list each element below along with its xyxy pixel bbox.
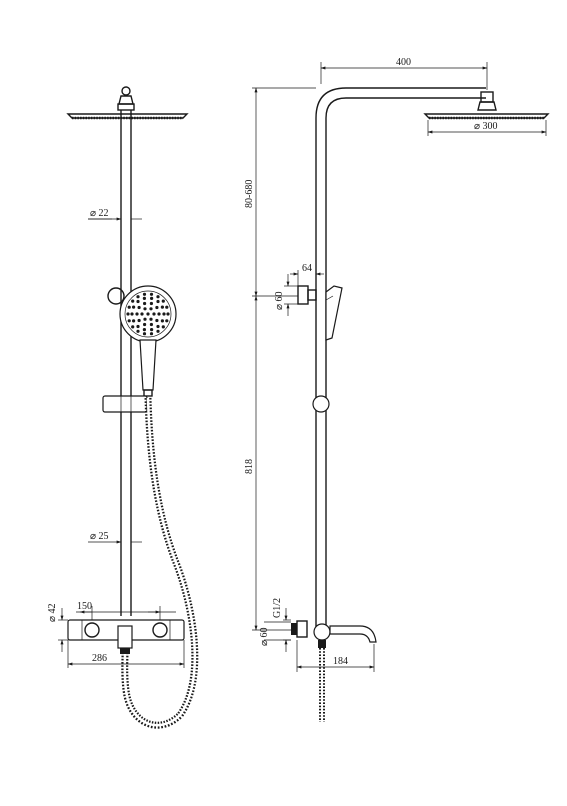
nozzle-dot <box>149 317 153 321</box>
slide-bracket <box>102 395 148 413</box>
dim-label-pipe-upper: ⌀ 22 <box>90 208 109 219</box>
dim-spout-reach: 184 <box>296 640 375 672</box>
nozzle-dot <box>160 305 164 309</box>
slide-bracket-side <box>312 395 330 413</box>
dim-escutcheon: ⌀ 60 <box>259 621 291 646</box>
nozzle-dot <box>143 301 147 306</box>
riser-pipe-side <box>315 87 486 630</box>
rain-head-mount-knob <box>117 86 135 111</box>
dim-label-arm-reach: 400 <box>396 57 411 68</box>
nozzle-dot <box>149 322 153 327</box>
nozzle-dot <box>142 292 147 296</box>
dim-label-height-adjust: 80-680 <box>244 180 255 208</box>
front-view: ⌀ 22 ⌀ 25 <box>47 86 199 729</box>
holder-side <box>297 285 343 341</box>
nozzle-dot <box>166 312 170 316</box>
dim-pipe-lower: ⌀ 25 <box>88 531 142 544</box>
nozzle-dot <box>156 324 160 329</box>
nozzle-dot <box>131 299 135 303</box>
nozzle-dot <box>150 296 154 300</box>
dim-label-valve-width: 286 <box>92 653 107 664</box>
nozzle-dot <box>149 301 153 306</box>
nozzle-dot <box>165 319 169 323</box>
dim-thread: G1/2 <box>272 598 291 652</box>
nozzle-dot <box>136 324 140 329</box>
dim-head-diameter: ⌀ 300 <box>427 120 547 136</box>
dim-vertical-chain: 80-680 818 <box>244 87 316 631</box>
nozzle-dot <box>127 319 131 323</box>
nozzle-dot <box>149 292 154 296</box>
hand-shower-holder <box>107 287 125 305</box>
nozzle-dot <box>143 317 147 321</box>
nozzle-dot <box>142 332 147 336</box>
nozzle-dot <box>149 307 153 311</box>
shower-hose <box>121 397 199 729</box>
nozzle-dot <box>127 305 131 309</box>
nozzle-dot <box>136 295 140 299</box>
dim-label-holder-diameter: ⌀ 60 <box>274 291 285 310</box>
dim-label-head-diameter: ⌀ 300 <box>474 121 498 132</box>
nozzle-dot <box>140 312 144 316</box>
dim-label-spout-reach: 184 <box>333 656 348 667</box>
nozzle-dot <box>162 312 166 316</box>
nozzle-dot <box>136 329 140 333</box>
nozzle-dot <box>142 328 146 332</box>
side-view: 400 ⌀ 300 64 <box>244 57 550 722</box>
dim-label-escutcheon: ⌀ 60 <box>259 627 270 646</box>
dim-label-holder-offset: 64 <box>302 263 312 274</box>
nozzle-dot <box>143 307 147 311</box>
nozzle-dot <box>143 322 147 327</box>
dim-label-slide-height: 818 <box>244 459 255 474</box>
valve-side <box>291 620 377 648</box>
nozzle-dot <box>157 312 161 316</box>
nozzle-dot <box>136 299 140 304</box>
nozzle-dot <box>131 325 135 329</box>
nozzle-dot <box>156 329 160 333</box>
dim-valve-height: ⌀ 42 <box>47 603 68 652</box>
nozzle-dot <box>126 312 130 316</box>
rain-head-side <box>423 91 550 120</box>
nozzle-dot <box>137 305 141 310</box>
dim-inlet-spacing: 150 <box>76 601 176 620</box>
nozzle-dot <box>150 328 154 332</box>
thermostatic-valve-body <box>67 619 185 654</box>
dim-arm-reach: 400 <box>320 57 488 90</box>
dim-label-pipe-lower: ⌀ 25 <box>90 531 109 542</box>
dim-label-inlet-spacing: 150 <box>77 601 92 612</box>
nozzle-dot <box>130 312 134 316</box>
nozzle-dot <box>152 312 156 316</box>
nozzle-dot <box>155 305 159 310</box>
nozzle-dot <box>156 299 160 304</box>
nozzle-dot <box>156 295 160 299</box>
nozzle-dot <box>161 299 165 303</box>
nozzle-dot <box>132 305 136 309</box>
nozzle-dot <box>146 312 150 316</box>
nozzle-dot <box>132 319 136 323</box>
hand-shower-head <box>119 285 177 397</box>
riser-pipe-upper <box>120 110 132 616</box>
dim-pipe-upper: ⌀ 22 <box>88 208 142 221</box>
nozzle-dot <box>165 305 169 309</box>
nozzle-dot <box>142 296 146 300</box>
dim-label-thread: G1/2 <box>272 598 283 618</box>
rain-head-front <box>66 113 189 120</box>
dim-holder-offset: 64 <box>290 263 324 286</box>
nozzle-dot <box>161 325 165 329</box>
nozzle-dot <box>155 318 159 323</box>
dim-valve-width: 286 <box>67 640 185 668</box>
dim-label-valve-height: ⌀ 42 <box>47 603 58 622</box>
dim-holder-diameter: ⌀ 60 <box>274 274 298 316</box>
nozzle-dot <box>160 319 164 323</box>
nozzle-dot <box>137 318 141 323</box>
nozzle-dot <box>149 332 154 336</box>
nozzle-dot <box>135 312 139 316</box>
